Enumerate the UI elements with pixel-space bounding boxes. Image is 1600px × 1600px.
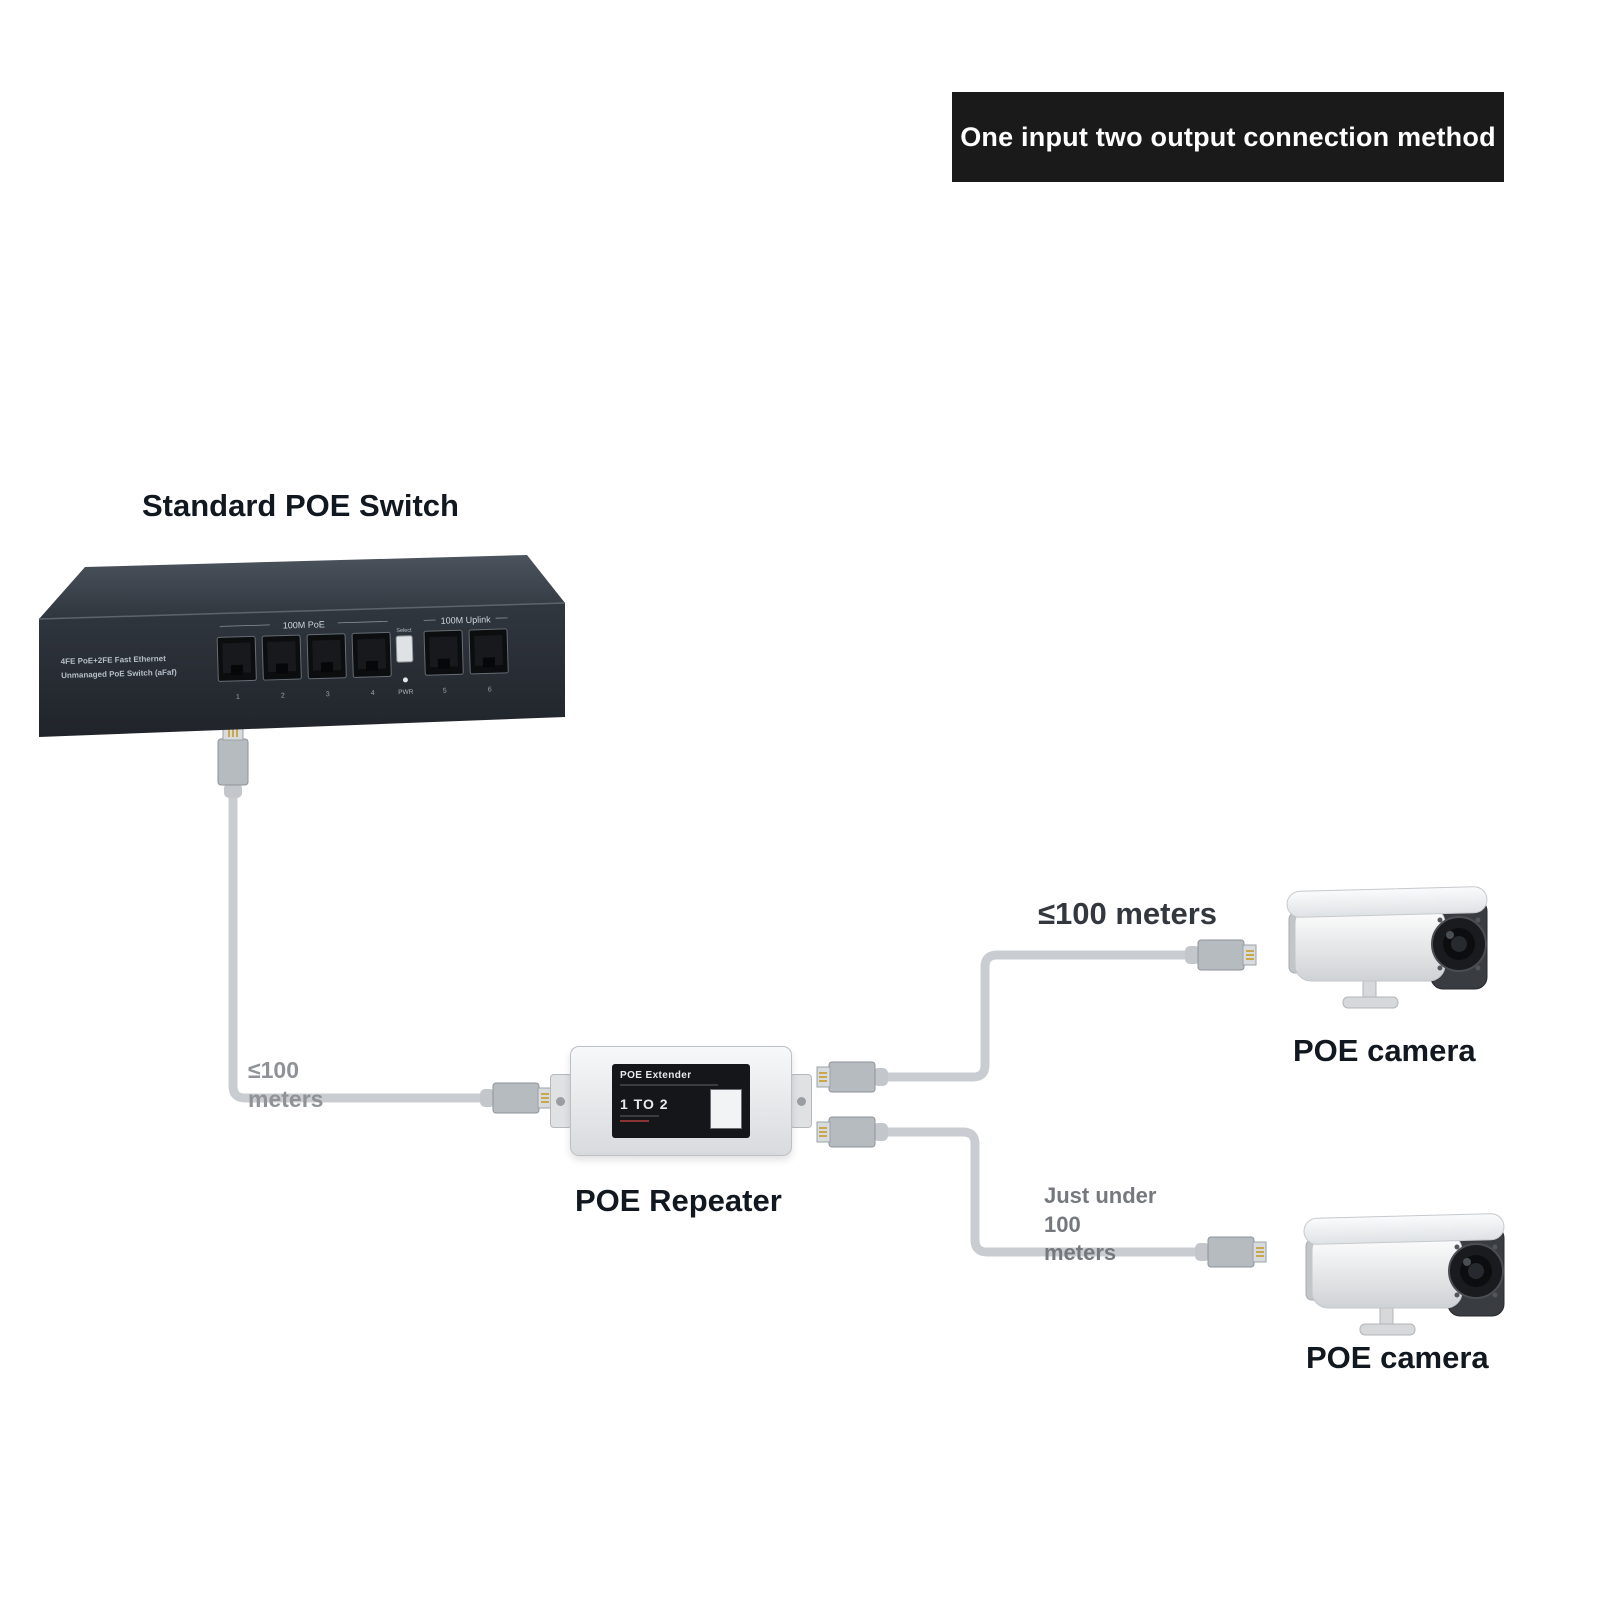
repeater-label-mode: 1 TO 2 (620, 1096, 669, 1112)
top-camera-caption: POE camera (1293, 1033, 1476, 1068)
cable-repeater-to-top-camera (881, 950, 1193, 1082)
poe-camera-top (1286, 886, 1488, 1009)
bottom-camera-caption: POE camera (1306, 1340, 1489, 1375)
switch-panel-text-line1: 4FE PoE+2FE Fast Ethernet (61, 654, 167, 666)
camera-lens-inner (1468, 1263, 1484, 1279)
port-number-1: 1 (236, 694, 240, 701)
camera-body (1311, 1233, 1463, 1309)
select-switch (395, 635, 414, 663)
repeater-mount-ear-right (790, 1074, 812, 1128)
poe-label-line-right (337, 621, 388, 624)
bottom-cable-length-line1: Just under (1044, 1183, 1157, 1208)
switch-panel-text-line2: Unmanaged PoE Switch (aFaf) (61, 668, 177, 680)
uplink-ports-label: 100M Uplink (441, 614, 492, 625)
bottom-cable-length-line2: 100 (1044, 1211, 1081, 1237)
camera-ir-led-4 (1492, 1292, 1498, 1298)
port-number-6: 6 (488, 686, 492, 693)
camera-sun-shield (1303, 1213, 1505, 1245)
switch-edge-highlight (38, 602, 566, 620)
camera-ir-led-1 (1437, 917, 1443, 923)
repeater-screw-hole-left (556, 1097, 565, 1106)
poe-switch-device: 4FE PoE+2FE Fast Ethernet Unmanaged PoE … (38, 555, 566, 737)
repeater-caption: POE Repeater (575, 1183, 782, 1218)
switch-caption: Standard POE Switch (142, 488, 459, 523)
port-number-4: 4 (371, 690, 375, 697)
camera-body (1294, 906, 1446, 982)
poe-ports-label: 100M PoE (283, 619, 325, 630)
rj45-port-uplink-2 (468, 628, 509, 675)
poe-camera-bottom (1303, 1213, 1505, 1336)
rj45-port-2 (261, 634, 302, 681)
input-cable-length-label: ≤100 meters (248, 1056, 323, 1114)
top-cable-length-label: ≤100 meters (1038, 896, 1218, 931)
camera-lens-glint (1463, 1258, 1471, 1266)
camera-bracket-arm (1362, 978, 1377, 1000)
rj45-plug-repeater-output-top (816, 1061, 889, 1093)
camera-sun-shield (1286, 886, 1488, 918)
camera-bracket-arm (1379, 1305, 1394, 1327)
cable-switch-to-repeater (228, 787, 487, 1103)
camera-bracket-base (1342, 996, 1399, 1009)
repeater-label-diagram (710, 1089, 742, 1129)
input-cable-length-line1: ≤100 (248, 1057, 299, 1083)
repeater-label-fineline-3 (620, 1120, 650, 1122)
input-cable-length-line2: meters (248, 1085, 324, 1112)
switch-front-panel: 4FE PoE+2FE Fast Ethernet Unmanaged PoE … (61, 614, 509, 701)
camera-lens-glint (1446, 931, 1454, 939)
camera-ir-led-2 (1475, 917, 1481, 923)
port-number-2: 2 (281, 692, 285, 699)
repeater-label-title: POE Extender (620, 1070, 692, 1081)
bottom-cable-length-label: Just under 100 meters (1044, 1182, 1156, 1268)
rj45-plug-bottom-camera (1194, 1236, 1267, 1268)
camera-ir-led-3 (1454, 1292, 1460, 1298)
select-label: Select (396, 628, 412, 634)
power-led (402, 677, 408, 683)
switch-top-face (39, 555, 565, 619)
rj45-port-4 (351, 631, 392, 678)
bottom-cable-length-line3: meters (1044, 1240, 1117, 1266)
repeater-mount-ear-left (550, 1074, 572, 1128)
camera-lens-inner (1451, 936, 1467, 952)
pwr-label: PWR (398, 689, 414, 696)
camera-ir-led-1 (1454, 1244, 1460, 1250)
repeater-label: POE Extender 1 TO 2 (612, 1064, 750, 1138)
poe-label-line-left (219, 624, 270, 627)
port-number-5: 5 (443, 688, 447, 695)
title-banner: One input two output connection method (952, 92, 1504, 182)
rj45-plug-repeater-input (479, 1082, 552, 1114)
port-number-3: 3 (326, 691, 330, 698)
repeater-label-fineline-1 (620, 1084, 718, 1086)
camera-ir-led-4 (1475, 965, 1481, 971)
camera-ir-led-2 (1492, 1244, 1498, 1250)
rj45-port-uplink-1 (423, 629, 464, 676)
repeater-screw-hole-right (797, 1097, 806, 1106)
rj45-port-3 (306, 633, 347, 680)
rj45-plug-repeater-output-bottom (816, 1116, 889, 1148)
banner-text: One input two output connection method (960, 121, 1496, 152)
rj45-plug-top-camera (1184, 939, 1257, 971)
camera-ir-led-3 (1437, 965, 1443, 971)
rj45-port-1 (216, 635, 257, 682)
camera-bracket-base (1359, 1323, 1416, 1336)
repeater-label-fineline-2 (620, 1115, 659, 1117)
